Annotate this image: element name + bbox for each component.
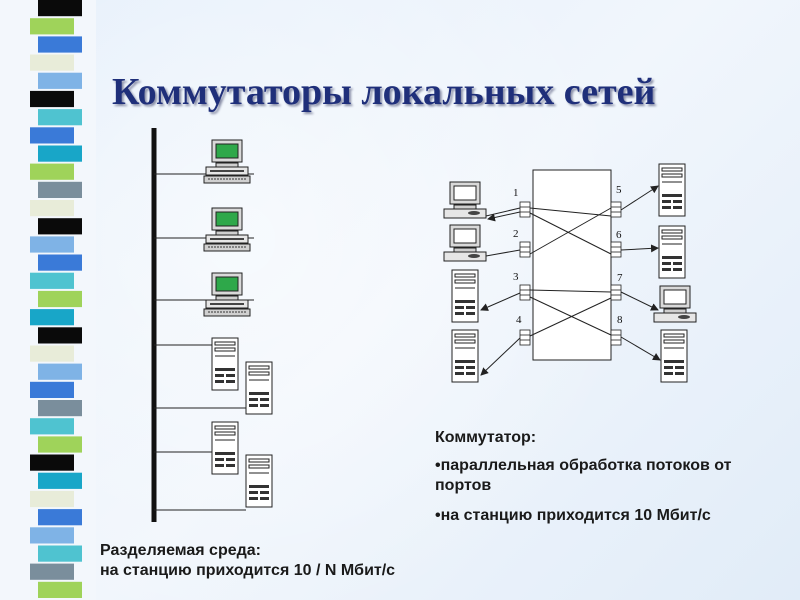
switch-station-5: [659, 164, 685, 216]
stripe-block: [38, 364, 82, 380]
stripe-block: [38, 546, 82, 562]
port-label-3: 3: [513, 271, 519, 283]
switch-station-8: [661, 330, 687, 382]
stripe-block: [30, 127, 74, 143]
switch-station-1: [444, 182, 486, 218]
bus-server-2: [246, 362, 272, 414]
switch-port-1: [520, 202, 530, 217]
stripe-block: [30, 18, 74, 34]
shared-medium-heading: Разделяемая среда:: [100, 541, 460, 561]
bus-server-4: [246, 455, 272, 507]
switch-port-4: [520, 330, 530, 345]
bus-workstation-3: [204, 273, 250, 316]
shared-medium-bandwidth: на станцию приходится 10 / N Мбит/с: [100, 561, 460, 581]
bus-server-1: [212, 338, 238, 390]
port-label-7: 7: [617, 272, 623, 284]
shared-medium-info: Разделяемая среда: на станцию приходится…: [100, 541, 460, 581]
switch-port-6: [611, 242, 621, 257]
port-label-2: 2: [513, 228, 519, 240]
stripe-block: [30, 55, 74, 71]
stripe-block: [30, 346, 74, 362]
slide-title: Коммутаторы локальных сетей: [112, 70, 772, 120]
switch-box: [533, 170, 611, 360]
stripe-block: [38, 582, 82, 598]
stripe-block: [38, 146, 82, 162]
switch-info: Коммутатор: •параллельная обработка пото…: [435, 428, 775, 526]
stripe-block: [38, 182, 82, 198]
bus-workstation-1: [204, 140, 250, 183]
port-label-8: 8: [617, 314, 623, 326]
switch-port-2: [520, 242, 530, 257]
stripe-block: [30, 564, 74, 580]
switch-station-2: [444, 225, 486, 261]
stripe-block: [30, 527, 74, 543]
switch-station-7: [654, 286, 696, 322]
switch-bullet-parallel-line1: •параллельная обработка потоков от: [435, 456, 775, 476]
stripe-block: [30, 418, 74, 434]
stripe-block: [38, 255, 82, 271]
switch-station-6: [659, 226, 685, 278]
switch-port-3: [520, 285, 530, 300]
stripe-block: [38, 0, 82, 16]
stripe-block: [38, 36, 82, 52]
port-label-6: 6: [616, 229, 622, 241]
shared-bus: [154, 128, 254, 522]
stripe-block: [38, 509, 82, 525]
bus-workstation-2: [204, 208, 250, 251]
bus-server-3: [212, 422, 238, 474]
port-label-4: 4: [516, 314, 522, 326]
switch-port-8: [611, 330, 621, 345]
stripe-block: [38, 473, 82, 489]
stripe-block: [38, 327, 82, 343]
stripe-block: [30, 164, 74, 180]
stripe-block: [38, 73, 82, 89]
stripe-block: [38, 291, 82, 307]
stripe-block: [30, 309, 74, 325]
stripe-block: [30, 491, 74, 507]
stripe-block: [30, 91, 74, 107]
port-label-1: 1: [513, 187, 519, 199]
stripe-block: [30, 200, 74, 216]
stripe-block: [38, 109, 82, 125]
stripe-block: [30, 382, 74, 398]
switch-station-4: [452, 330, 478, 382]
stripe-block: [38, 218, 82, 234]
stripe-block: [38, 400, 82, 416]
switch-bullet-parallel-line2: портов: [435, 476, 775, 496]
port-label-5: 5: [616, 184, 622, 196]
switch-heading: Коммутатор:: [435, 428, 775, 448]
switch-port-5: [611, 202, 621, 217]
stripe-block: [30, 455, 74, 471]
stripe-block: [30, 236, 74, 252]
stripe-block: [38, 436, 82, 452]
stripe-block: [30, 273, 74, 289]
switch-bullet-bandwidth: •на станцию приходится 10 Мбит/с: [435, 506, 775, 526]
left-stripe-band: [0, 0, 96, 600]
switch-port-7: [611, 285, 621, 300]
switch-station-3: [452, 270, 478, 322]
